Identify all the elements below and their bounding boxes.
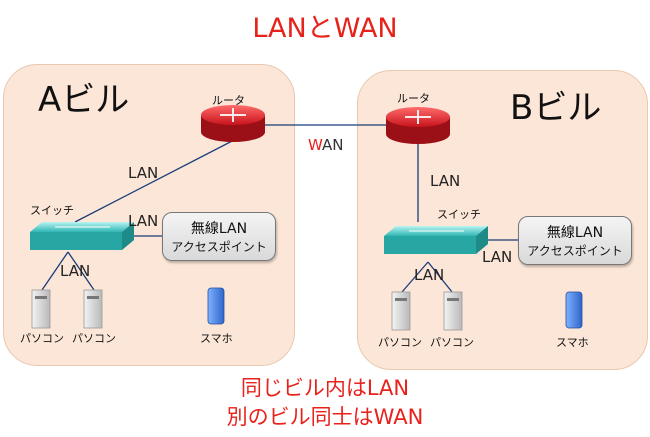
pc-a1-label: パソコン [20, 332, 64, 345]
a-switch-pc1-link [41, 251, 69, 291]
footer-line-1: 同じビル内はLAN [240, 376, 410, 400]
wan-label: WAN [308, 136, 344, 154]
pc-b2-label: パソコン [430, 336, 474, 349]
pc-a2-label: パソコン [72, 332, 116, 345]
ap-a-line1: 無線LAN [190, 221, 248, 237]
pc-b1-label: パソコン [378, 336, 422, 349]
lan-label-a-switch-ap: LAN [128, 212, 159, 230]
router-b-label: ルータ [397, 92, 430, 105]
switch-b-label: スイッチ [437, 208, 481, 221]
router-a-label: ルータ [212, 94, 245, 107]
phone-b-icon [565, 291, 583, 329]
lan-label-a-router-switch: LAN [128, 164, 159, 182]
b-switch-pc2-link [427, 261, 453, 293]
a-router-switch-link [74, 137, 239, 223]
switch-a-label: スイッチ [30, 204, 74, 217]
ap-b-line2: アクセスポイント [527, 244, 623, 258]
wan-label-first: W [308, 136, 323, 154]
router-a-icon [201, 105, 265, 142]
a-switch-pc2-link [67, 251, 95, 291]
router-b-icon [386, 107, 450, 144]
pc-a1-icon [31, 289, 51, 329]
ap-b-line1: 無線LAN [546, 225, 604, 241]
phone-a-label: スマホ [200, 332, 233, 345]
building-b-name: Bビル [510, 88, 602, 128]
building-a-name: Aビル [38, 80, 130, 120]
pc-b2-icon [443, 291, 463, 331]
footer-line-2: 別のビル同士はWAN [226, 405, 424, 429]
access-point-a: 無線LAN アクセスポイント [162, 212, 276, 261]
lan-label-b-switch-pc: LAN [414, 266, 445, 284]
switch-a-icon [30, 222, 134, 250]
pc-b1-icon [391, 291, 411, 331]
page-title: LANとWAN [252, 13, 398, 44]
phone-b-label: スマホ [556, 336, 589, 349]
switch-b-icon [384, 226, 488, 254]
access-point-b: 無線LAN アクセスポイント [518, 216, 632, 265]
lan-label-b-switch-ap: LAN [482, 248, 513, 266]
lan-label-a-switch-pc: LAN [60, 262, 91, 280]
phone-a-icon [207, 287, 225, 325]
b-switch-pc1-link [401, 261, 429, 293]
pc-a2-icon [83, 289, 103, 329]
lan-label-b-router-switch: LAN [430, 172, 461, 190]
ap-a-line2: アクセスポイント [171, 240, 267, 254]
wan-label-rest: AN [322, 136, 344, 154]
